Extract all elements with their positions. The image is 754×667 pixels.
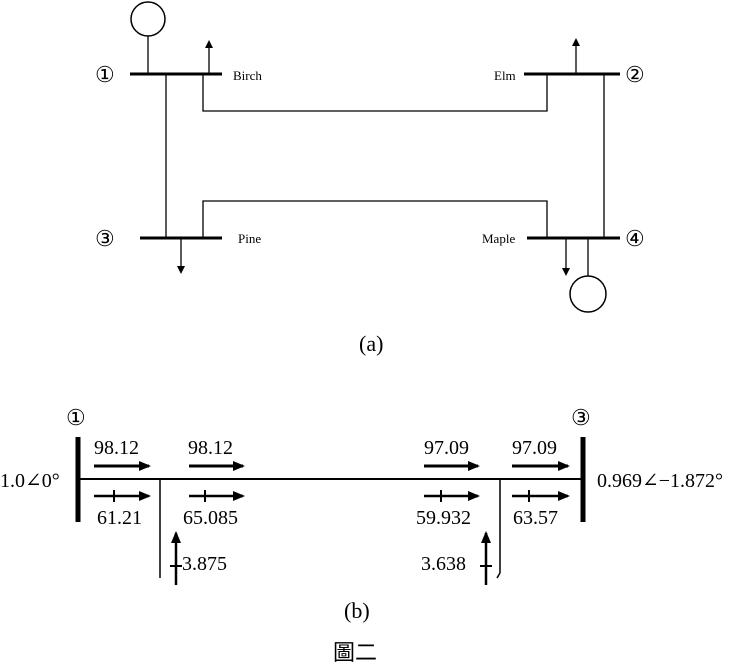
bus-b-left-number: ① bbox=[66, 405, 86, 430]
one-line-diagram bbox=[130, 1, 620, 313]
q-right-send-value: 59.932 bbox=[416, 507, 471, 529]
figure-caption: 圖二 bbox=[333, 640, 377, 665]
q-right-recv-value: 63.57 bbox=[513, 507, 558, 529]
generator-1-icon bbox=[130, 1, 166, 37]
voltage-right: 0.969∠−1.872° bbox=[597, 470, 723, 492]
shunt-right-foot bbox=[496, 572, 501, 579]
voltage-left: 1.0∠0° bbox=[0, 470, 60, 492]
bus-4-name: Maple bbox=[482, 231, 515, 246]
q-left-recv-value: 65.085 bbox=[183, 507, 238, 529]
bus-3-number: ③ bbox=[95, 226, 115, 251]
line-3-4 bbox=[202, 200, 548, 238]
bus-4-number: ④ bbox=[625, 226, 645, 251]
pi-model-diagram bbox=[75, 437, 586, 585]
generator-4-icon bbox=[569, 275, 607, 313]
bus-1-number: ① bbox=[95, 62, 115, 87]
q-shunt-left-value: 3.875 bbox=[182, 553, 227, 575]
caption-b: (b) bbox=[344, 598, 370, 623]
caption-a: (a) bbox=[359, 331, 383, 356]
line-1-2 bbox=[202, 74, 548, 112]
bus-2-number: ② bbox=[625, 62, 645, 87]
p-left-send-value: 98.12 bbox=[94, 437, 139, 459]
bus-b-right-number: ③ bbox=[571, 405, 591, 430]
p-right-send-value: 97.09 bbox=[424, 437, 469, 459]
bus-3-name: Pine bbox=[238, 231, 261, 246]
p-left-recv-value: 98.12 bbox=[188, 437, 233, 459]
q-left-send-value: 61.21 bbox=[97, 507, 142, 529]
p-right-recv-value: 97.09 bbox=[512, 437, 557, 459]
q-shunt-right-value: 3.638 bbox=[421, 553, 466, 575]
bus-2-name: Elm bbox=[494, 68, 516, 83]
bus-1-name: Birch bbox=[233, 68, 262, 83]
